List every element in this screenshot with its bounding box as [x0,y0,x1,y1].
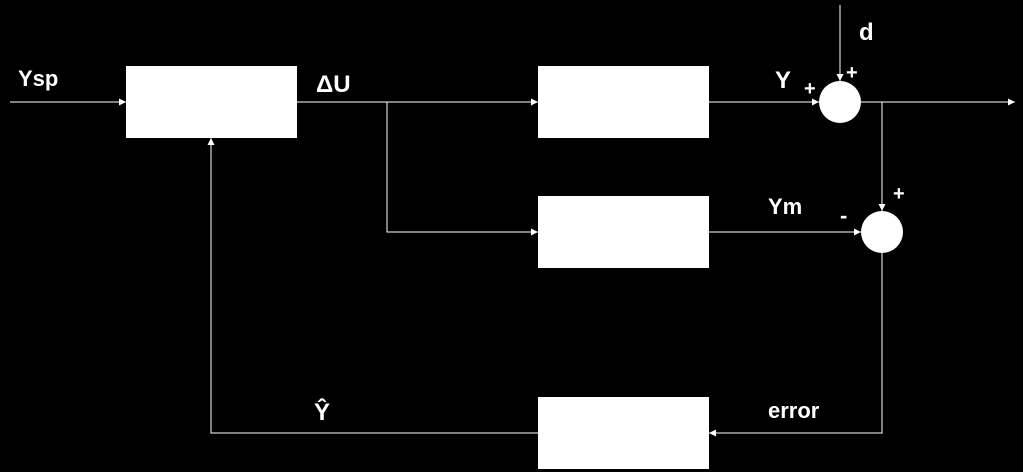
control-to-model-arrow [386,102,538,236]
error-summing-junction [861,211,903,253]
disturbance-label: d [859,19,874,46]
controller-block [126,66,297,138]
filter-block [538,397,709,469]
sum2-top-sign: + [893,183,905,205]
process-block [538,66,709,138]
sum1-left-sign: + [804,78,816,100]
predicted-output-label: Ŷ [314,398,330,426]
output-summing-junction [819,81,861,123]
model-output-label: Ym [768,194,802,219]
sum1-top-sign: + [846,62,858,84]
output-label: Y [775,67,791,94]
control-increment-label: ΔU [316,71,351,98]
error-label: error [768,398,820,423]
setpoint-label: Ysp [18,66,58,91]
model-block [538,196,709,268]
filter-to-controller-arrow [207,138,538,434]
sum2-left-sign: - [840,203,847,228]
error-to-filter-arrow [709,253,883,437]
